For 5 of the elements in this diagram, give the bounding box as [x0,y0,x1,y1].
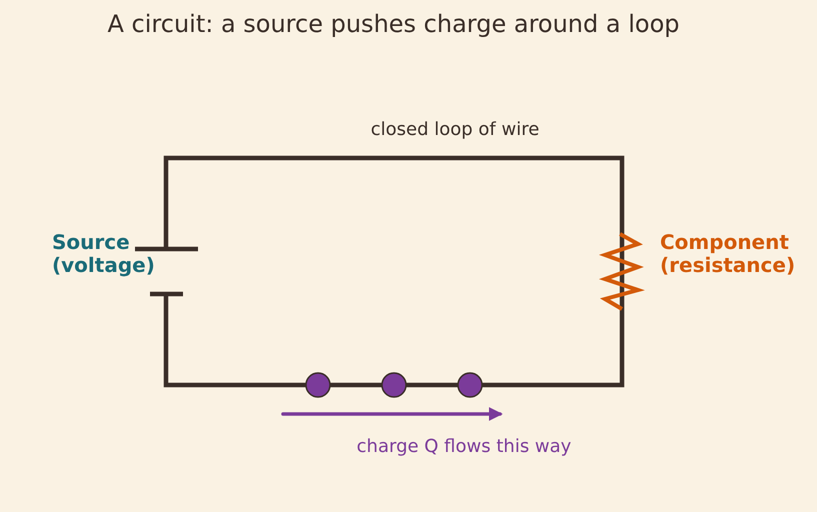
component-label: Component (resistance) [660,231,796,277]
diagram-title: A circuit: a source pushes charge around a loop [106,10,680,38]
source-label: Source (voltage) [52,231,156,277]
wire-label: closed loop of wire [370,119,540,140]
flow-label: charge Q flows this way [356,436,572,457]
